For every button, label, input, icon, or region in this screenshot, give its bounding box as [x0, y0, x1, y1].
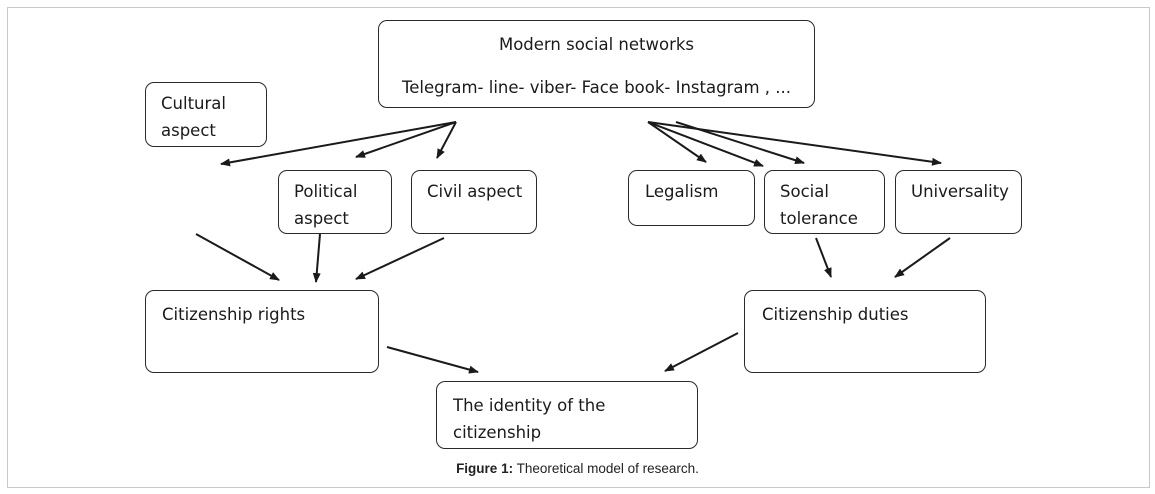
- arrow-civil-to-rights: [355, 237, 445, 280]
- cultural-aspect-line-1: Cultural: [161, 94, 226, 113]
- social-networks-list: Telegram- line- viber- Face book- Instag…: [401, 78, 792, 97]
- arrow-political-to-rights: [312, 233, 321, 283]
- universality-box: Universality: [895, 170, 1022, 234]
- arrow-network-to-cultural: [220, 121, 457, 167]
- political-aspect-line-2: aspect: [294, 209, 349, 228]
- cultural-aspect-box: Cultural aspect: [145, 82, 267, 147]
- figure-frame: [7, 7, 1150, 488]
- arrow-network-to-legalism: [647, 121, 707, 163]
- citizenship-rights-label: Citizenship rights: [162, 305, 306, 324]
- legalism-box: Legalism: [628, 170, 755, 226]
- caption-label: Figure 1:: [456, 461, 514, 476]
- social-tolerance-line-2: tolerance: [780, 209, 858, 228]
- arrow-duties-to-identity: [664, 332, 739, 372]
- civil-aspect-label: Civil aspect: [427, 182, 523, 201]
- legalism-label: Legalism: [645, 182, 719, 201]
- modern-social-networks-box: Modern social networks Telegram- line- v…: [378, 20, 815, 108]
- citizenship-duties-box: Citizenship duties: [744, 290, 986, 373]
- cultural-aspect-line-2: aspect: [161, 121, 216, 140]
- arrow-network-to-civil: [436, 121, 457, 159]
- arrow-cultural-to-rights: [195, 233, 280, 281]
- modern-social-networks-title: Modern social networks: [498, 35, 695, 54]
- arrow-social-to-duties: [815, 237, 832, 278]
- arrow-network-to-universality: [647, 121, 942, 166]
- citizenship-rights-box: Citizenship rights: [145, 290, 379, 373]
- civil-aspect-box: Civil aspect: [411, 170, 537, 234]
- citizenship-duties-label: Citizenship duties: [762, 305, 909, 324]
- arrow-network-to-political: [355, 121, 457, 158]
- social-tolerance-box: Social tolerance: [764, 170, 885, 234]
- political-aspect-line-1: Political: [294, 182, 358, 201]
- arrow-network-to-social-1: [647, 121, 764, 167]
- figure-caption: Figure 1: Theoretical model of research.: [0, 461, 1155, 476]
- universality-label: Universality: [911, 182, 1009, 201]
- caption-text: Theoretical model of research.: [513, 461, 699, 476]
- arrow-universality-to-duties: [894, 237, 951, 278]
- political-aspect-box: Political aspect: [278, 170, 392, 234]
- citizenship-identity-label: The identity of the citizenship: [453, 396, 606, 442]
- citizenship-identity-box: The identity of the citizenship: [436, 381, 698, 449]
- arrow-rights-to-identity: [386, 346, 479, 374]
- social-tolerance-line-1: Social: [780, 182, 829, 201]
